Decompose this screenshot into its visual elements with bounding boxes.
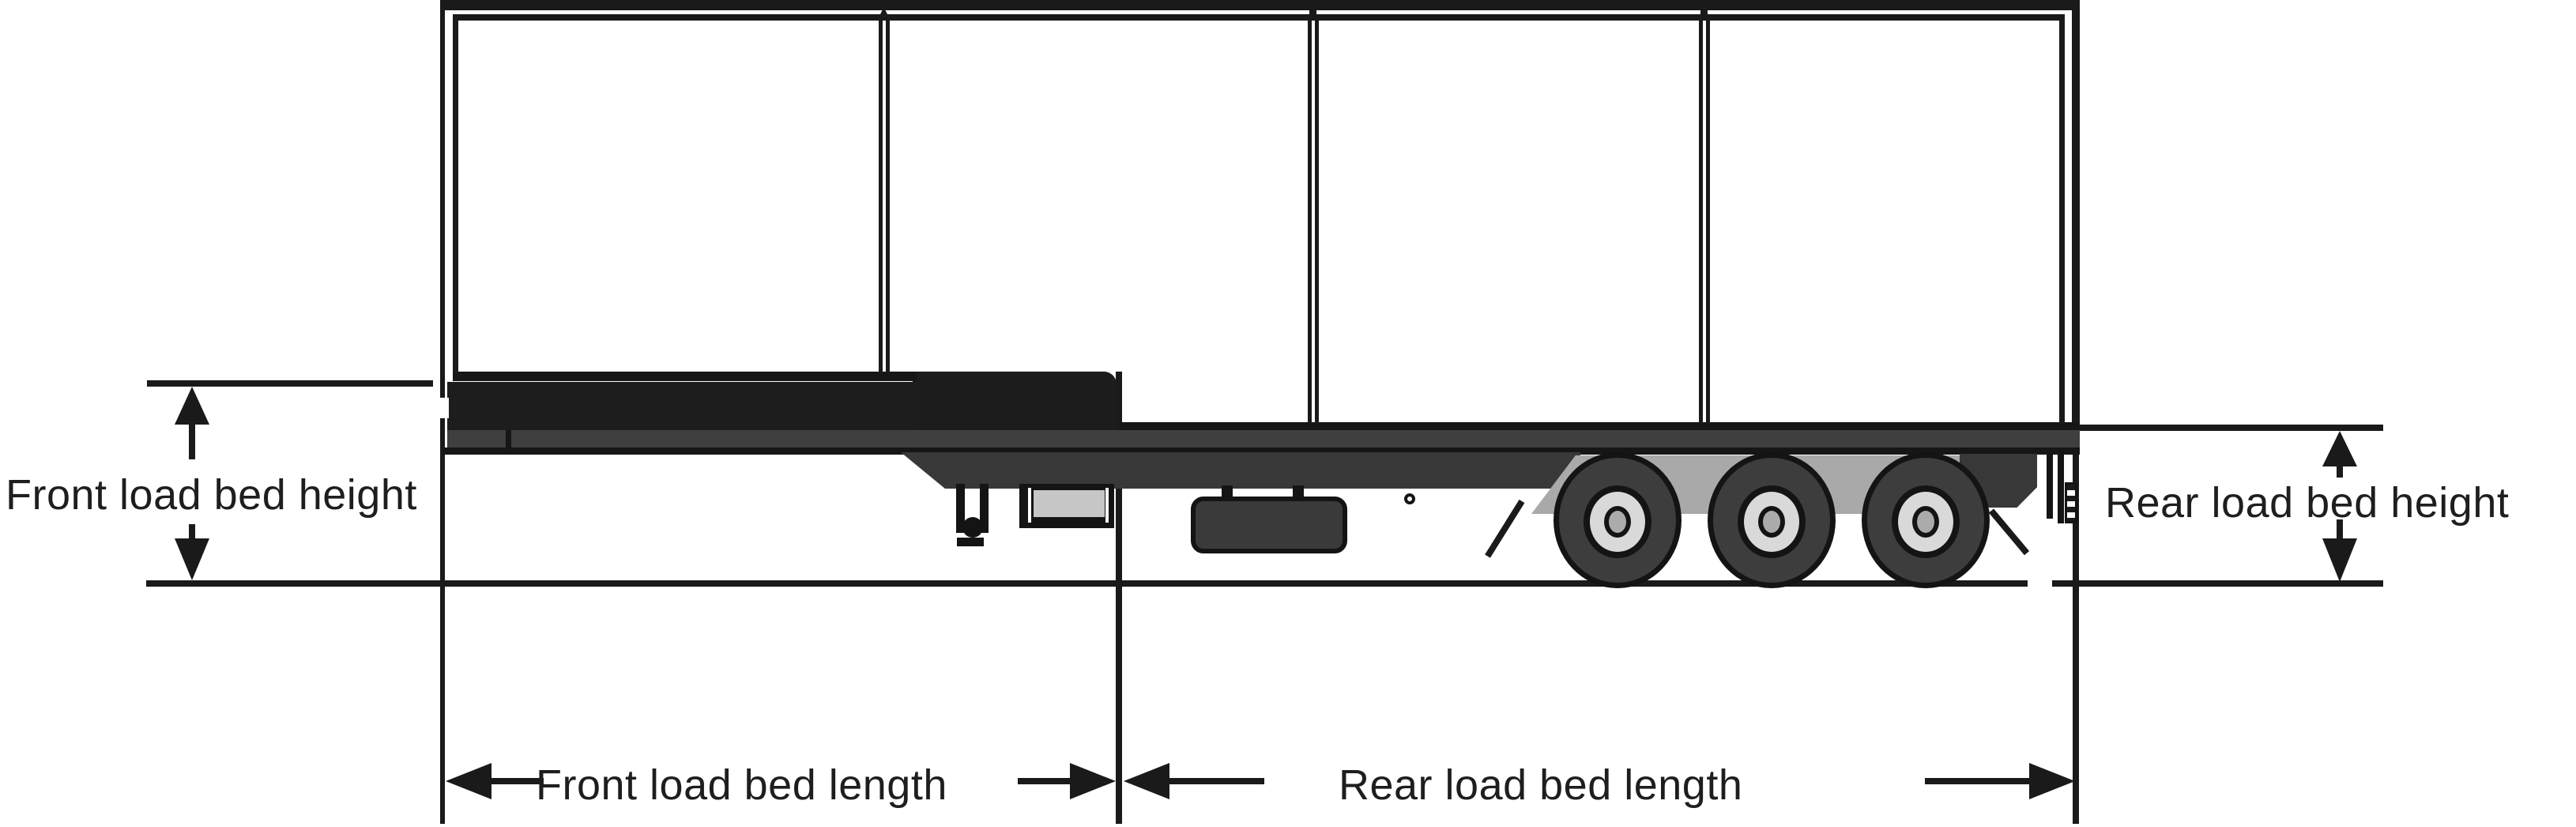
arrow-left-icon bbox=[446, 763, 491, 799]
siderail-bottom-line bbox=[443, 447, 2080, 455]
arrow-right-icon bbox=[1070, 763, 1116, 799]
frame-inner-left-post bbox=[453, 21, 458, 373]
wheel-hub bbox=[1604, 506, 1631, 538]
landing-gear-leg bbox=[956, 484, 965, 533]
arrow-up-shaft bbox=[189, 425, 195, 459]
frame-bottom-rail bbox=[453, 372, 917, 381]
arrow-left-shaft bbox=[1168, 778, 1264, 784]
rear-bumper-bar bbox=[2058, 451, 2064, 523]
arrow-right-icon bbox=[2029, 763, 2075, 799]
landing-gear-leg bbox=[980, 484, 989, 533]
ground-line bbox=[2052, 580, 2383, 587]
frame-outer-top-rail bbox=[440, 0, 2080, 10]
side-post-nub bbox=[880, 7, 887, 14]
wheel-rim bbox=[1584, 485, 1651, 558]
side-post bbox=[1308, 21, 1312, 424]
front-edge-notch bbox=[439, 398, 449, 418]
grease-coupling-dot bbox=[1404, 493, 1415, 504]
arrow-right-shaft bbox=[1018, 778, 1071, 784]
arrow-left-shaft bbox=[490, 778, 544, 784]
arrow-left-icon bbox=[1124, 763, 1169, 799]
arrow-up-icon bbox=[175, 387, 209, 425]
rear-light-bar bbox=[2065, 482, 2077, 523]
side-post bbox=[1315, 21, 1319, 424]
chassis-frame bbox=[901, 452, 1580, 489]
rear-deck-top-line bbox=[1120, 422, 2080, 430]
front-load-bed-length-label: Front load bed length bbox=[536, 761, 947, 809]
toolbox-slit bbox=[1028, 488, 1031, 523]
siderail-band bbox=[447, 430, 2080, 447]
arrow-down-icon bbox=[175, 538, 209, 580]
landing-gear-wheel bbox=[962, 517, 983, 538]
rear-load-bed-length-label: Rear load bed length bbox=[1339, 761, 1743, 809]
mudflap-hanger bbox=[1988, 508, 2030, 556]
rear-height-top-line bbox=[2080, 425, 2383, 431]
rear-edge-dimension-line bbox=[2073, 427, 2079, 824]
wheel-hub bbox=[1758, 506, 1785, 538]
side-post bbox=[1699, 21, 1703, 424]
toolbox-slit bbox=[1105, 488, 1109, 523]
arrow-right-shaft bbox=[1925, 778, 2031, 784]
front-load-bed-height-label: Front load bed height bbox=[6, 471, 417, 519]
side-post-nub bbox=[1309, 9, 1316, 14]
arrow-down-shaft bbox=[189, 524, 195, 540]
rear-bumper-bar bbox=[2047, 451, 2053, 519]
underbody-box bbox=[1191, 497, 1347, 553]
arrow-up-icon bbox=[2322, 431, 2357, 466]
rear-edge-line bbox=[2072, 0, 2080, 427]
side-post-nub bbox=[1700, 9, 1708, 14]
wheel-hub bbox=[1912, 506, 1939, 538]
mudflap-hanger bbox=[1485, 499, 1525, 558]
rear-load-bed-height-label: Rear load bed height bbox=[2105, 479, 2510, 527]
front-height-top-line bbox=[147, 380, 433, 387]
frame-inner-right-post bbox=[2059, 21, 2065, 424]
raised-deck-block bbox=[913, 372, 1117, 430]
landing-gear-foot bbox=[957, 538, 984, 546]
side-post bbox=[879, 21, 883, 373]
side-post bbox=[886, 21, 890, 373]
wheel-rim bbox=[1892, 485, 1960, 558]
arrow-up-shaft bbox=[2337, 466, 2343, 478]
front-deck bbox=[447, 382, 915, 430]
siderail-joint bbox=[506, 430, 511, 447]
underbody-box-strap bbox=[1293, 485, 1304, 500]
arrow-down-shaft bbox=[2337, 519, 2343, 538]
deck-divider-dimension-line bbox=[1116, 372, 1122, 824]
toolbox-face bbox=[1034, 490, 1105, 517]
arrow-down-icon bbox=[2322, 538, 2357, 582]
side-post bbox=[1706, 21, 1710, 424]
ground-line bbox=[146, 580, 2028, 587]
frame-inner-top-rail bbox=[453, 14, 2065, 21]
underbody-box-strap bbox=[1222, 485, 1233, 500]
